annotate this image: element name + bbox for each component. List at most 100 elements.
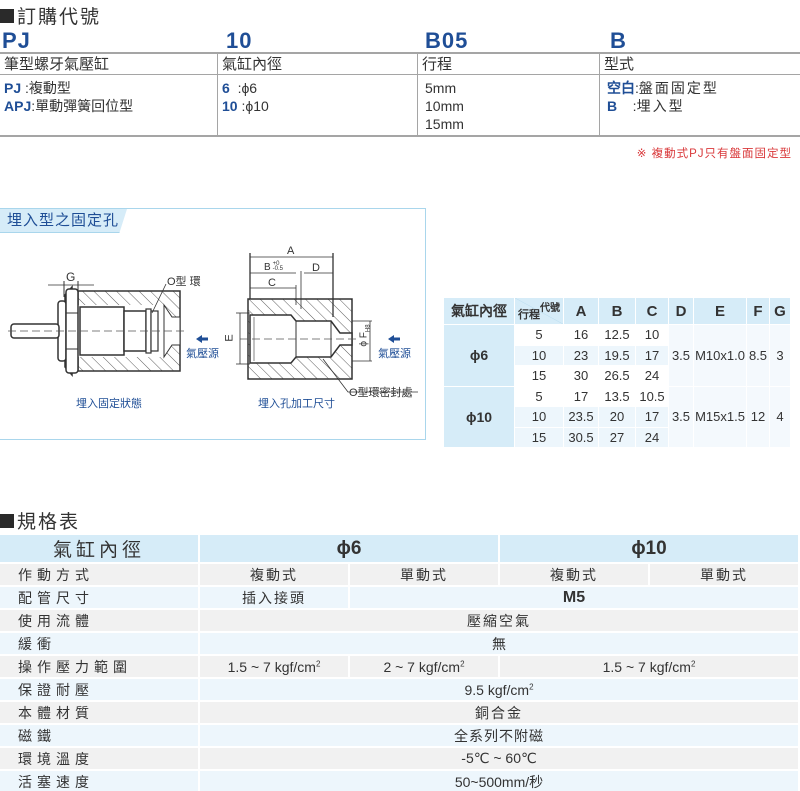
dimension-table: 氣缸內徑 代號 行程 A B C D E F G ϕ6 5 16 12.5 10… [443, 297, 791, 448]
cell-c: 24 [636, 427, 668, 447]
dim-label-d: D [312, 262, 320, 274]
spec-value: -5℃ ~ 60℃ [200, 748, 800, 769]
seal-label: O型環密封處 [349, 387, 413, 399]
option-row: 10 :ϕ10 [222, 97, 417, 115]
embed-mount-title: 埋入型之固定孔 [0, 209, 127, 233]
spec-label: 使用流體 [0, 610, 200, 631]
cell-a: 30.5 [564, 427, 598, 447]
dim-header-row: 氣缸內徑 代號 行程 A B C D E F G [444, 298, 790, 324]
cell-stroke: 5 [515, 386, 563, 406]
spec-value: 9.5 kgf/cm2 [200, 679, 800, 700]
dim-f-text: ϕ F [358, 332, 370, 347]
cell-b: 27 [599, 427, 635, 447]
spec-value: 銅合金 [200, 702, 800, 723]
dim-header-a: A [564, 298, 598, 324]
header-stroke: 行程 [518, 309, 540, 321]
value-text: 1.5 ~ 7 kgf/cm [227, 658, 316, 675]
spec-label: 環境溫度 [0, 748, 200, 769]
dim-bore-10: ϕ10 [444, 386, 514, 447]
cell-stroke: 15 [515, 366, 563, 386]
dim-header-e: E [694, 298, 746, 324]
col-header: 行程 [418, 54, 599, 75]
value-sup: 2 [690, 658, 696, 668]
spec-label: 配管尺寸 [0, 587, 200, 608]
spec-value: 插入接頭 [200, 587, 350, 608]
spec-header-bore6: ϕ6 [200, 535, 500, 562]
order-col-bore: 氣缸內徑 6 :ϕ6 10 :ϕ10 [217, 54, 417, 135]
spec-header-bore10: ϕ10 [500, 535, 800, 562]
dim-header-g: G [770, 298, 790, 324]
col-header: 筆型螺牙氣壓缸 [0, 54, 217, 75]
code-series: PJ [2, 28, 31, 53]
option-value: ϕ10 [245, 98, 269, 114]
order-col-type: 型式 空白:盤面固定型 B :埋入型 [599, 54, 800, 135]
value-sup: 2 [460, 658, 465, 668]
dim-b-tolerance: +0-0.5 [272, 261, 284, 272]
tol-down: -0.5 [272, 266, 284, 272]
option-key: 空白 [607, 80, 635, 96]
mounting-diagram [8, 253, 418, 393]
dim-row: 10 23 19.5 17 [444, 345, 790, 365]
spec-value: 單動式 [650, 564, 800, 585]
embed-mount-panel: 埋入型之固定孔 G O型 環 氣壓源 埋入固定狀態 A B+0-0.5 D C … [0, 208, 426, 440]
spec-value: 全系列不附磁 [200, 725, 800, 746]
option-value: 5mm [425, 80, 457, 96]
code-stroke: B05 [425, 28, 469, 53]
option-sep: : [21, 80, 29, 96]
spec-value: 2 ~ 7 kgf/cm2 [350, 656, 500, 677]
option-key: PJ [4, 80, 22, 96]
dim-label-f: ϕ FH8 [359, 324, 372, 346]
spec-value: 50~500mm/秒 [200, 771, 800, 791]
option-sep: : [229, 80, 242, 96]
dim-bore-6: ϕ6 [444, 325, 514, 386]
option-value: 複動型 [28, 80, 71, 96]
option-key: 6 [222, 80, 230, 96]
value-text: 9.5 kgf/cm [464, 681, 530, 698]
square-bullet-icon [0, 513, 14, 528]
oring-label: O型 環 [167, 276, 201, 288]
cell-c: 17 [636, 407, 668, 427]
square-bullet-icon [0, 8, 14, 23]
code-type: B [610, 28, 627, 53]
spec-label: 本體材質 [0, 702, 200, 723]
air-source-label-left: 氣壓源 [186, 348, 219, 360]
cell-b: 12.5 [599, 325, 635, 345]
spec-label: 作動方式 [0, 564, 200, 585]
spec-label: 活塞速度 [0, 771, 200, 791]
spec-header-label: 氣缸內徑 [0, 535, 200, 562]
cell-g: 4 [770, 386, 790, 447]
dim-label-e: E [223, 334, 236, 342]
value-sup: 2 [529, 681, 534, 691]
cell-c: 17 [636, 345, 668, 365]
cell-e: M10x1.0 [694, 325, 746, 386]
cell-d: 3.5 [669, 325, 693, 386]
dim-header-b: B [599, 298, 635, 324]
dim-label-b: B+0-0.5 [264, 261, 284, 273]
option-key: 10 [222, 98, 238, 114]
value-text: 2 ~ 7 kgf/cm [383, 658, 461, 675]
option-value: 盤面固定型 [638, 80, 719, 96]
option-row: PJ :複動型 [4, 79, 217, 97]
spec-value: M5 [350, 587, 800, 608]
embedded-state-caption: 埋入固定狀態 [76, 398, 142, 410]
dim-f-sub: H8 [365, 324, 372, 333]
cell-f: 8.5 [747, 325, 769, 386]
option-row: B :埋入型 [607, 97, 800, 115]
option-sep: : [617, 98, 637, 114]
value-sup: 2 [315, 658, 321, 668]
cell-stroke: 10 [515, 407, 563, 427]
option-row: 空白:盤面固定型 [607, 79, 800, 97]
dim-header-code-stroke: 代號 行程 [515, 298, 563, 324]
spec-row-pressure: 操作壓力範圍 1.5 ~ 7 kgf/cm2 2 ~ 7 kgf/cm2 1.5… [0, 656, 800, 677]
spec-row-magnet: 磁鐵 全系列不附磁 [0, 725, 800, 746]
spec-table: 氣缸內徑 ϕ6 ϕ10 作動方式 複動式 單動式 複動式 單動式 配管尺寸 插入… [0, 533, 800, 791]
dim-header-c: C [636, 298, 668, 324]
spec-label: 操作壓力範圍 [0, 656, 200, 677]
spec-row-action: 作動方式 複動式 單動式 複動式 單動式 [0, 564, 800, 585]
dim-row: 15 30.5 27 24 [444, 427, 790, 447]
dim-row: 15 30 26.5 24 [444, 366, 790, 386]
option-sep: : [237, 98, 246, 114]
dim-header-d: D [669, 298, 693, 324]
cell-c: 10 [636, 325, 668, 345]
spec-value: 單動式 [350, 564, 500, 585]
